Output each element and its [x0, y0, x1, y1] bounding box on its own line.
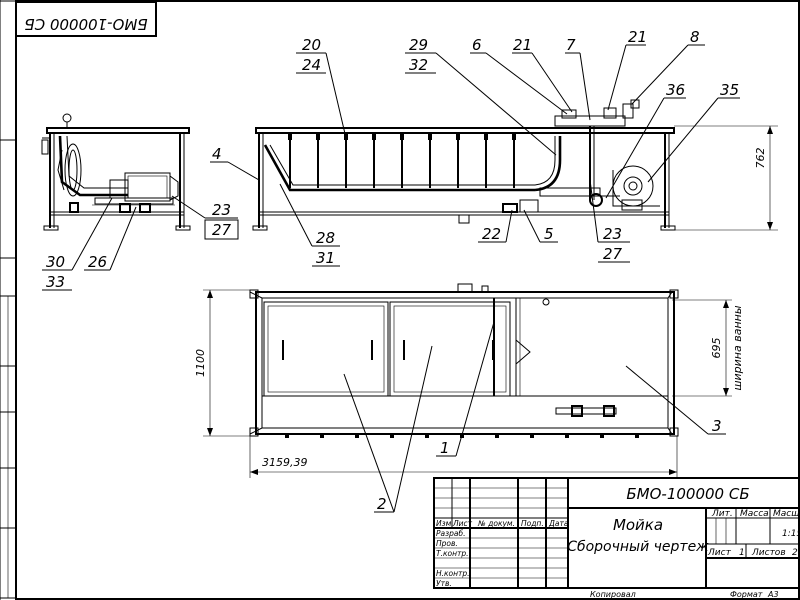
callouts: 20 24 29 32 6 21 7 21 8 36 35 4 — [42, 28, 740, 513]
callout-20: 20 — [302, 36, 321, 54]
tb-header-date: Дата — [548, 519, 569, 528]
callout-2: 2 — [377, 495, 387, 513]
callout-5: 5 — [544, 225, 554, 243]
rotated-stamp: БМО-100000 СБ — [15, 1, 157, 37]
tb-format-label: Формат — [730, 590, 763, 599]
tb-sheets-value: 2 — [792, 548, 798, 558]
spray-nozzles — [288, 134, 516, 188]
callout-26: 26 — [88, 253, 107, 271]
callout-27a: 27 — [212, 221, 232, 239]
tb-row-nkontr: Н.контр. — [436, 569, 470, 578]
dim-bath-width-label: ширина ванны — [731, 305, 744, 390]
callout-30: 30 — [46, 253, 65, 271]
callout-23a: 23 — [212, 201, 231, 219]
tb-sheets-label: Листов — [751, 548, 786, 558]
callout-28: 28 — [316, 229, 335, 247]
callout-33: 33 — [46, 273, 65, 291]
tb-header-izm: Изм — [436, 519, 452, 528]
callout-7: 7 — [566, 36, 576, 54]
callout-1: 1 — [440, 439, 450, 457]
tb-format-value: А3 — [767, 590, 779, 599]
callout-35: 35 — [720, 81, 739, 99]
callout-21b: 21 — [628, 28, 647, 46]
tb-scale-value: 1:15 — [782, 529, 800, 539]
tb-row-razrab: Разраб. — [436, 529, 465, 538]
title-block: БМО-100000 СБ Мойка Сборочный чертеж Изм… — [433, 477, 800, 599]
tb-sheet-label: Лист — [707, 548, 732, 558]
dim-bath-width-value: 695 — [710, 338, 723, 359]
tb-kopiroval: Копировал — [590, 590, 636, 599]
tb-name-line2: Сборочный чертеж — [567, 539, 709, 555]
callout-23b: 23 — [603, 225, 622, 243]
callout-29: 29 — [409, 36, 428, 54]
tb-masshtab: Масштаб — [773, 509, 800, 519]
plan-view — [249, 283, 679, 438]
tb-name-line1: Мойка — [613, 516, 663, 534]
dimensions: 762 1100 3159,39 695 ширина ванны — [194, 125, 778, 478]
tb-header-list: Лист — [452, 519, 473, 528]
tb-code: БМО-100000 СБ — [626, 485, 749, 503]
callout-8: 8 — [690, 28, 700, 46]
callout-32: 32 — [409, 56, 428, 74]
callout-36: 36 — [666, 81, 685, 99]
tb-row-tkontr: Т.контр. — [436, 549, 469, 558]
callout-4: 4 — [212, 145, 222, 163]
tb-massa: Масса — [740, 509, 769, 519]
tb-sheet-value: 1 — [739, 548, 745, 558]
tb-lit: Лит. — [711, 509, 733, 519]
tb-row-utv: Утв. — [436, 579, 452, 588]
callout-3: 3 — [712, 417, 722, 435]
side-view-main — [252, 99, 676, 231]
tb-row-prov: Пров. — [436, 539, 458, 548]
dim-height-plan: 1100 — [194, 349, 207, 377]
callout-24: 24 — [302, 56, 321, 74]
callout-21a: 21 — [513, 36, 532, 54]
callout-6: 6 — [472, 36, 482, 54]
dim-height-side: 762 — [754, 148, 767, 169]
callout-31: 31 — [316, 249, 335, 267]
tb-header-doc: № докум. — [477, 519, 515, 528]
side-view-left — [41, 113, 191, 231]
dim-length-plan: 3159,39 — [262, 456, 308, 469]
tb-header-sign: Подп. — [521, 519, 544, 528]
callout-22: 22 — [482, 225, 501, 243]
rotated-stamp-code: БМО-100000 СБ — [24, 15, 147, 33]
callout-27b: 27 — [603, 245, 623, 263]
